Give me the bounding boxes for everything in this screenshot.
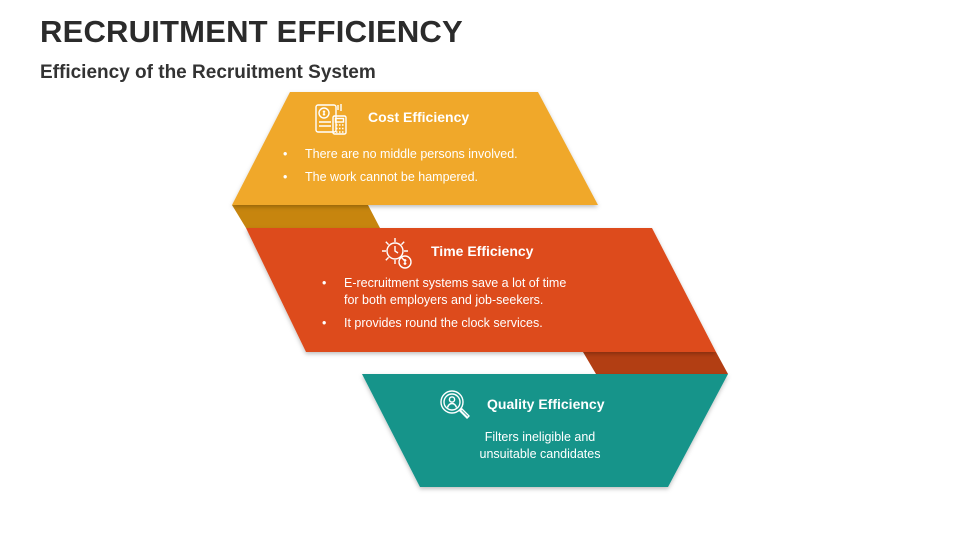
list-item: E-recruitment systems save a lot of time… — [322, 275, 584, 309]
cost-efficiency-heading: Cost Efficiency — [368, 109, 470, 125]
list-item: There are no middle persons involved. — [283, 146, 553, 163]
calculator-money-icon — [313, 101, 349, 137]
magnifier-person-icon — [437, 387, 473, 423]
time-fold-connector — [583, 352, 728, 374]
time-efficiency-heading: Time Efficiency — [431, 243, 534, 259]
time-efficiency-bullets: E-recruitment systems save a lot of time… — [322, 275, 584, 338]
page-subtitle: Efficiency of the Recruitment System — [40, 62, 376, 83]
cost-fold-connector — [232, 205, 380, 228]
gear-clock-icon — [379, 235, 415, 271]
list-item: It provides round the clock services. — [322, 315, 584, 332]
quality-efficiency-text: Filters ineligible and unsuitable candid… — [479, 430, 601, 461]
quality-efficiency-heading: Quality Efficiency — [487, 396, 605, 412]
page-title: RECRUITMENT EFFICIENCY — [40, 14, 463, 49]
list-item: The work cannot be hampered. — [283, 169, 553, 186]
cost-efficiency-bullets: There are no middle persons involved. Th… — [283, 146, 553, 192]
